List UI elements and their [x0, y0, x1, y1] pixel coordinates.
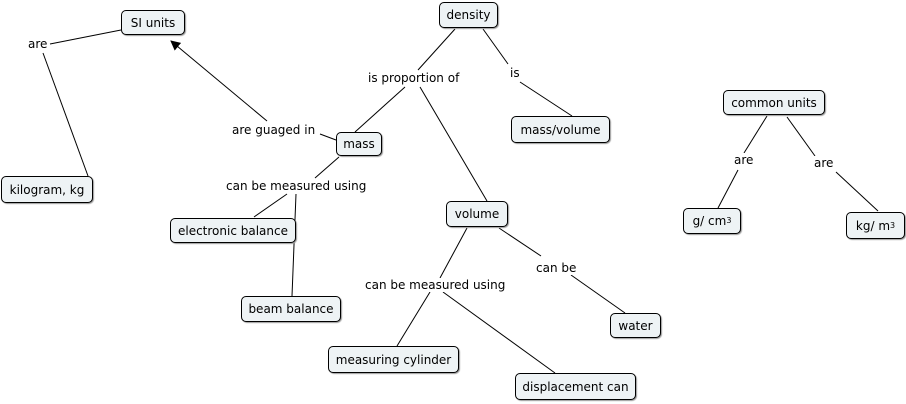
link-line — [786, 116, 816, 157]
concept-kilogram-kg[interactable]: kilogram, kg — [1, 176, 93, 203]
concept-label: mass — [343, 137, 375, 151]
link-line — [319, 133, 337, 141]
link-line — [396, 291, 431, 347]
link-label-are-guaged-in: are guaged in — [230, 123, 318, 137]
link-label-are: are — [26, 37, 50, 51]
concept-label: water — [618, 318, 653, 333]
link-line — [519, 81, 573, 117]
concept-label: g/ cm — [692, 214, 727, 228]
concept-beam-balance[interactable]: beam balance — [241, 296, 341, 322]
concept-displacement-can[interactable]: displacement can — [515, 373, 636, 400]
link-line — [314, 156, 340, 179]
link-line — [49, 29, 122, 45]
concept-mass[interactable]: mass — [336, 132, 382, 156]
link-line — [835, 171, 879, 212]
concept-electronic-balance[interactable]: electronic balance — [170, 218, 296, 243]
link-label-can-be-measured-using: can be measured using — [363, 278, 508, 292]
link-line — [253, 193, 288, 218]
concept-common-units[interactable]: common units — [723, 90, 825, 115]
concept-label: displacement can — [522, 379, 629, 394]
link-line — [354, 86, 406, 133]
link-label-can-be: can be — [534, 261, 579, 275]
concept-water[interactable]: water — [610, 313, 661, 338]
link-label-can-be-measured-using: can be measured using — [224, 179, 369, 193]
concept-label: density — [446, 8, 491, 22]
arrow-line — [170, 40, 268, 122]
concept-label: mass/volume — [520, 122, 601, 137]
link-line — [442, 291, 556, 374]
concept-density[interactable]: density — [439, 2, 498, 28]
concept-label: measuring cylinder — [335, 352, 452, 367]
link-line — [498, 227, 542, 257]
link-label-is: is — [508, 66, 522, 80]
link-label-is-proportion-of: is proportion of — [366, 71, 462, 85]
link-label-are: are — [812, 156, 836, 170]
concept-label: electronic balance — [177, 223, 288, 238]
concept-mass-volume[interactable]: mass/volume — [511, 116, 610, 143]
concept-si-units[interactable]: SI units — [121, 10, 185, 35]
link-label-are: are — [732, 153, 756, 167]
concept-measuring-cylinder[interactable]: measuring cylinder — [328, 346, 459, 373]
link-line — [419, 86, 488, 202]
link-line — [439, 227, 468, 279]
concept-label: kilogram, kg — [9, 182, 85, 197]
link-line — [417, 28, 456, 71]
link-line — [570, 274, 626, 314]
concept-label: beam balance — [248, 302, 334, 316]
link-line — [482, 28, 509, 65]
link-line — [743, 115, 768, 154]
link-line — [291, 193, 297, 297]
concept-label: kg/ m — [855, 218, 891, 233]
concept-label: SI units — [130, 15, 176, 30]
concept-volume[interactable]: volume — [446, 201, 508, 227]
link-line — [717, 169, 739, 209]
concept-label: common units — [731, 95, 817, 110]
concept-label: volume — [454, 207, 500, 221]
link-line — [42, 52, 89, 177]
